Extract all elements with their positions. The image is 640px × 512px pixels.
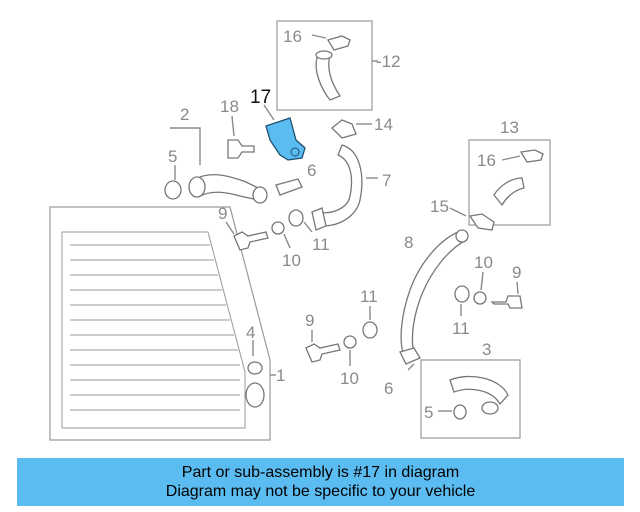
info-banner: Part or sub-assembly is #17 in diagram D… [17,458,624,506]
callout-7: 7 [382,171,391,190]
callout-8: 8 [404,233,413,252]
bolt-part [227,139,255,159]
callout-1: 1 [276,366,285,385]
parts-diagram: 16 -12 17 18 2 14 13 5 6 7 16 9 11 10 15… [49,20,551,441]
seal-part [362,321,378,339]
hose-clamp-part [468,213,495,231]
callout-13: 13 [500,118,519,137]
hose-clamp-part [519,149,544,163]
callout-5-bottom: 5 [424,403,433,422]
callout-15: 15 [430,197,449,216]
group-box-3 [420,359,521,439]
callout-16-top: 16 [283,27,302,46]
callout-9-mid: 9 [305,311,314,330]
intercooler-port [245,382,265,408]
callout-10-left: 10 [282,251,301,270]
callout-5-left: 5 [168,147,177,166]
o-ring-part [164,180,182,200]
callout-3: 3 [482,340,491,359]
washer-part [271,221,285,235]
intercooler-fins [70,244,240,411]
callout-6-bottom: 6 [384,379,393,398]
bolt-part [490,295,523,309]
washer-part [343,335,357,349]
callout-11-right: 11 [452,319,470,338]
hose-clamp-part [331,119,357,139]
callout-12: -12 [376,52,401,71]
small-hose-part [493,177,525,207]
o-ring-part [247,361,263,375]
bolt-part [305,343,341,363]
intercooler-part [49,206,271,441]
banner-line-1: Part or sub-assembly is #17 in diagram [181,464,460,481]
banner-line-2: Diagram may not be specific to your vehi… [165,483,476,500]
callout-9-right: 9 [512,263,521,282]
callout-16-right: 16 [477,151,496,170]
intake-hose-part [315,54,341,101]
seal-part [288,209,304,227]
callout-11-mid: 11 [360,287,378,306]
callout-4: 4 [246,323,255,342]
washer-part [473,291,487,305]
hose-clamp-part [327,35,351,51]
callout-2: 2 [180,105,189,124]
callout-17: 17 [250,87,271,108]
clamp-part [275,178,303,196]
callout-11-left: 11 [312,235,330,254]
callout-10-right: 10 [474,253,493,272]
callout-9-left: 9 [218,204,227,223]
callout-18: 18 [220,97,239,116]
callout-10-mid: 10 [340,369,359,388]
callout-14: 14 [374,115,393,134]
bolt-part [233,231,269,251]
callout-6-top: 6 [307,161,316,180]
seal-part [454,285,470,303]
charge-pipe-part [449,375,509,406]
